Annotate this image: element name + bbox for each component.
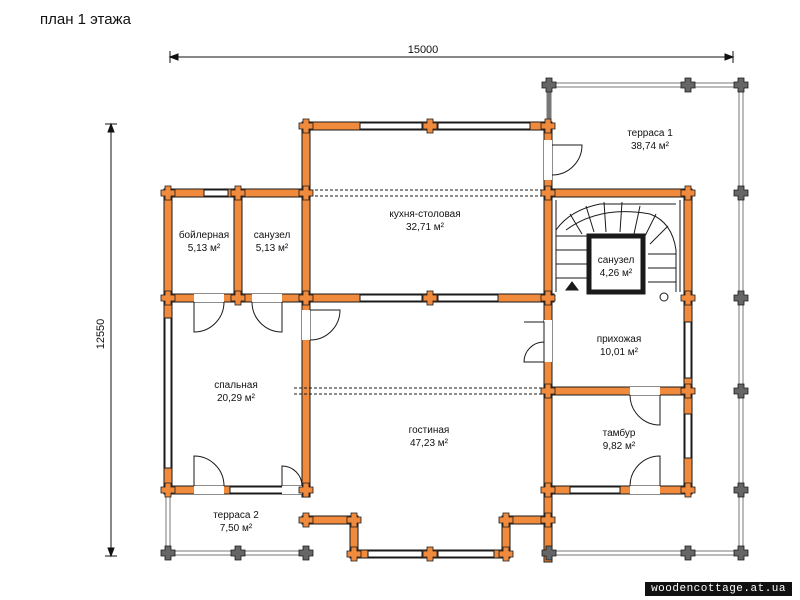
log-joint	[540, 290, 556, 306]
door-swings	[193, 144, 661, 487]
page-title: план 1 этажа	[40, 11, 131, 28]
windows	[164, 122, 692, 558]
beam-lines	[294, 189, 544, 395]
room-name: гостиная	[409, 425, 450, 436]
log-joint	[298, 290, 314, 306]
log-joint	[422, 546, 438, 562]
log-joint	[298, 512, 314, 528]
log-joint	[540, 512, 556, 528]
room-labels: терраса 1 38,74 м² бойлерная 5,13 м² сан…	[179, 128, 673, 534]
drain-symbol	[659, 292, 669, 302]
watermark: woodencottage.at.ua	[645, 582, 792, 596]
log-joint	[540, 185, 556, 201]
log-joint	[498, 546, 514, 562]
terrace-railings-inner	[166, 83, 743, 555]
log-joint	[680, 482, 696, 498]
posts	[160, 77, 749, 562]
room-name: бойлерная	[179, 229, 229, 241]
log-joint	[541, 545, 557, 561]
log-joint	[230, 545, 246, 561]
log-joint	[160, 185, 176, 201]
log-joint	[680, 290, 696, 306]
small-bathroom-walls	[586, 233, 646, 295]
staircase	[555, 200, 681, 292]
log-joint	[733, 482, 749, 498]
log-joint	[540, 383, 556, 399]
room-name: кухня-столовая	[389, 209, 460, 220]
room-area: 7,50 м²	[220, 523, 253, 534]
log-joint	[733, 383, 749, 399]
log-joint	[540, 118, 556, 134]
log-joint	[160, 545, 176, 561]
log-joint	[230, 290, 246, 306]
log-joint	[298, 118, 314, 134]
room-name: терраса 1	[627, 128, 673, 139]
log-joint	[733, 185, 749, 201]
log-joint	[680, 185, 696, 201]
log-joint	[540, 482, 556, 498]
room-area: 10,01 м²	[600, 347, 639, 358]
room-area: 47,23 м²	[410, 438, 449, 449]
log-joint	[733, 290, 749, 306]
log-joint	[498, 512, 514, 528]
log-joint	[680, 383, 696, 399]
room-name: санузел	[254, 230, 291, 241]
room-area: 9,82 м²	[603, 441, 636, 452]
log-joint	[680, 77, 696, 93]
log-joint	[422, 118, 438, 134]
log-joint	[733, 545, 749, 561]
room-name: прихожая	[597, 334, 642, 345]
room-name: спальная	[214, 380, 258, 391]
log-joint	[160, 290, 176, 306]
room-area: 20,29 м²	[217, 393, 256, 404]
log-joint	[422, 290, 438, 306]
room-area: 32,71 м²	[406, 222, 445, 233]
door-openings	[194, 140, 660, 494]
dimension-lines	[105, 51, 735, 558]
terrace-railings	[165, 82, 744, 556]
log-joint	[733, 77, 749, 93]
room-area: 5,13 м²	[188, 243, 221, 254]
log-joint	[346, 546, 362, 562]
log-joint	[230, 185, 246, 201]
room-name: терраса 2	[213, 510, 259, 521]
room-area: 4,26 м²	[600, 268, 633, 279]
log-joint	[160, 482, 176, 498]
height-dimension: 12550	[95, 319, 107, 350]
room-area: 38,74 м²	[631, 141, 670, 152]
width-dimension: 15000	[408, 44, 439, 56]
log-joint	[298, 545, 314, 561]
log-joint	[346, 512, 362, 528]
room-name: тамбур	[603, 427, 636, 439]
log-joint	[541, 77, 557, 93]
room-name: санузел	[598, 255, 635, 266]
log-joint	[680, 545, 696, 561]
log-joint	[298, 185, 314, 201]
log-joint	[298, 482, 314, 498]
room-area: 5,13 м²	[256, 243, 289, 254]
